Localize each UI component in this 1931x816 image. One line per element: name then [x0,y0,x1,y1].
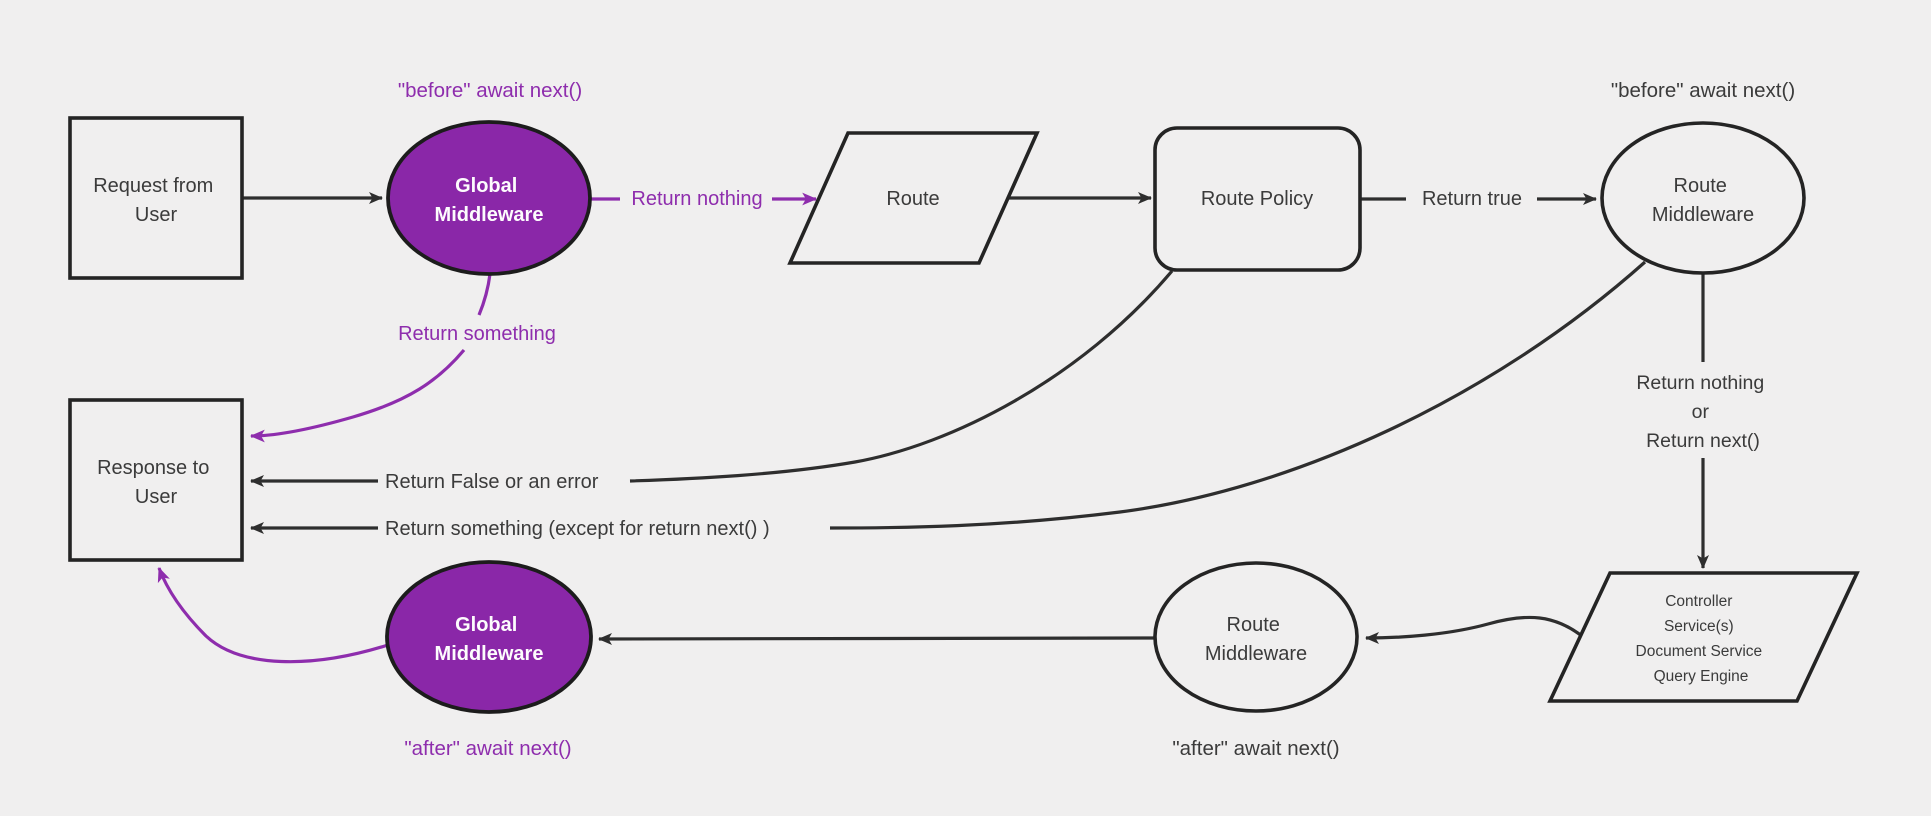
node-global-middleware-top [386,120,592,276]
node-route-mw-bottom-label: Route Middleware [1205,614,1307,665]
node-route-middleware-bottom [1153,561,1359,713]
label-before-await-right: "before" await next() [1611,79,1795,102]
node-route-label: Route [886,188,939,210]
label-return-except: Return something (except for return next… [385,518,770,540]
label-after-await-left: "after" await next() [404,737,571,760]
edge-controller-to-route-mw-bottom [1365,615,1591,644]
node-global-mw-top-label: Global Middleware [435,175,544,226]
label-after-await-right: "after" await next() [1172,737,1339,760]
edges [157,192,1709,664]
label-return-something: Return something [398,323,556,345]
node-route-policy-label: Route Policy [1201,188,1313,210]
node-route-mw-top-label: Route Middleware [1652,175,1754,226]
node-response-label: Response to User [97,457,215,508]
label-return-nothing-or-next: Return nothing or Return next() [1636,372,1769,452]
node-controller-label: Controller Service(s) Document Service Q… [1636,593,1767,685]
node-global-mw-bottom-label: Global Middleware [435,614,544,665]
label-return-false: Return False or an error [385,471,599,493]
node-request-from-user [68,116,244,280]
node-route-middleware-top [1600,121,1806,275]
edge-global-mw-top-return-something-segment1 [477,273,492,316]
node-global-middleware-bottom [385,560,593,714]
node-response-to-user [68,398,244,562]
label-before-await-left: "before" await next() [398,79,582,102]
edge-route-mw-return-except-curve [829,260,1647,530]
node-request-label: Request from User [93,175,219,226]
edge-route-policy-return-false-curve [629,269,1174,483]
node-route [787,131,1040,265]
node-controller-services [1547,571,1860,703]
edge-global-mw-top-return-something-segment2 [249,348,466,443]
labels: "before" await next() "before" await nex… [385,79,1795,760]
edge-route-mw-bottom-to-global-mw-bottom [598,632,1156,645]
label-return-true: Return true [1422,188,1522,210]
nodes: Request from User Global Middleware Rout… [68,116,1860,714]
node-route-policy [1153,126,1362,272]
edge-global-mw-bottom-to-response [157,567,389,664]
label-return-nothing: Return nothing [631,188,762,210]
